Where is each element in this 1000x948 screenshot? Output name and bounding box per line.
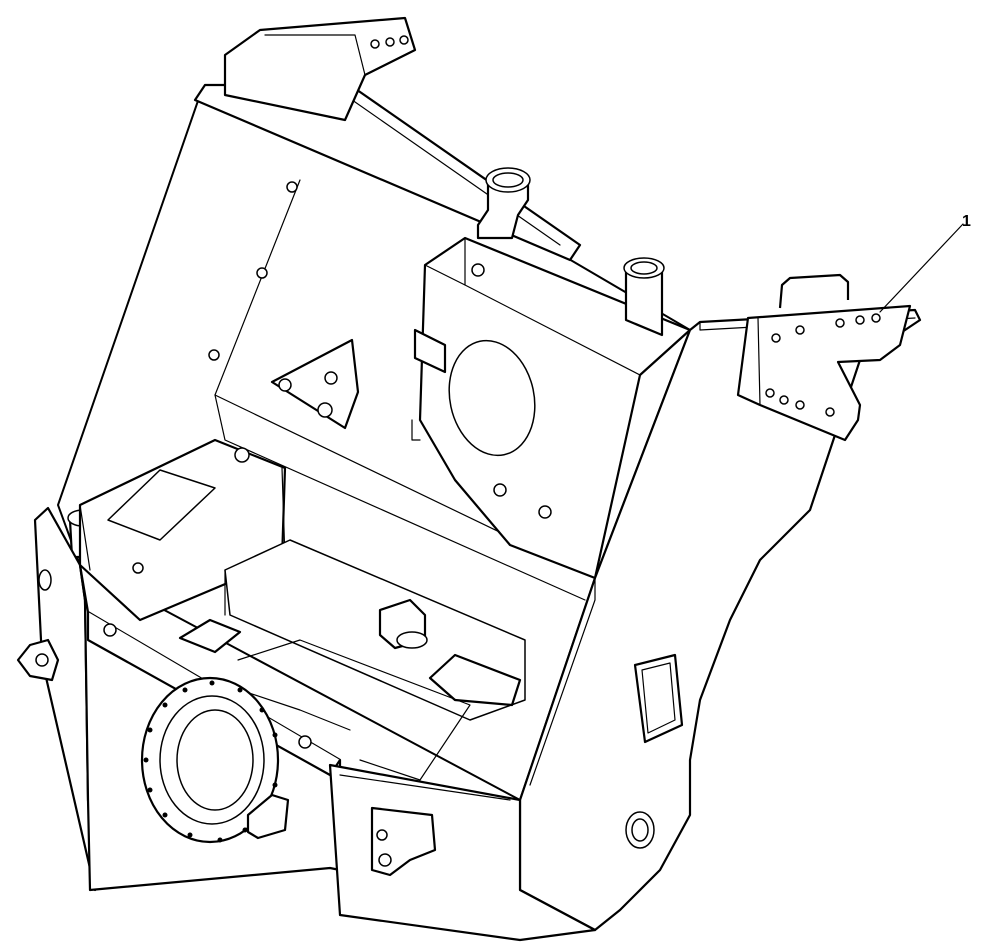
center-housing	[411, 236, 692, 580]
triangle-plate	[270, 338, 360, 430]
leader-line	[879, 223, 964, 313]
wall-bolts	[208, 181, 298, 361]
pipe-right	[623, 257, 665, 337]
lower-trough	[178, 539, 526, 781]
flanged-bore	[140, 676, 290, 844]
lifting-bracket	[736, 273, 912, 442]
front-beam-right	[328, 763, 597, 942]
callout-1: 1	[879, 213, 971, 313]
pipe-top	[476, 167, 531, 240]
top-rear-bracket	[223, 16, 417, 122]
right-pillar	[518, 308, 922, 932]
callout-label: 1	[962, 213, 971, 230]
